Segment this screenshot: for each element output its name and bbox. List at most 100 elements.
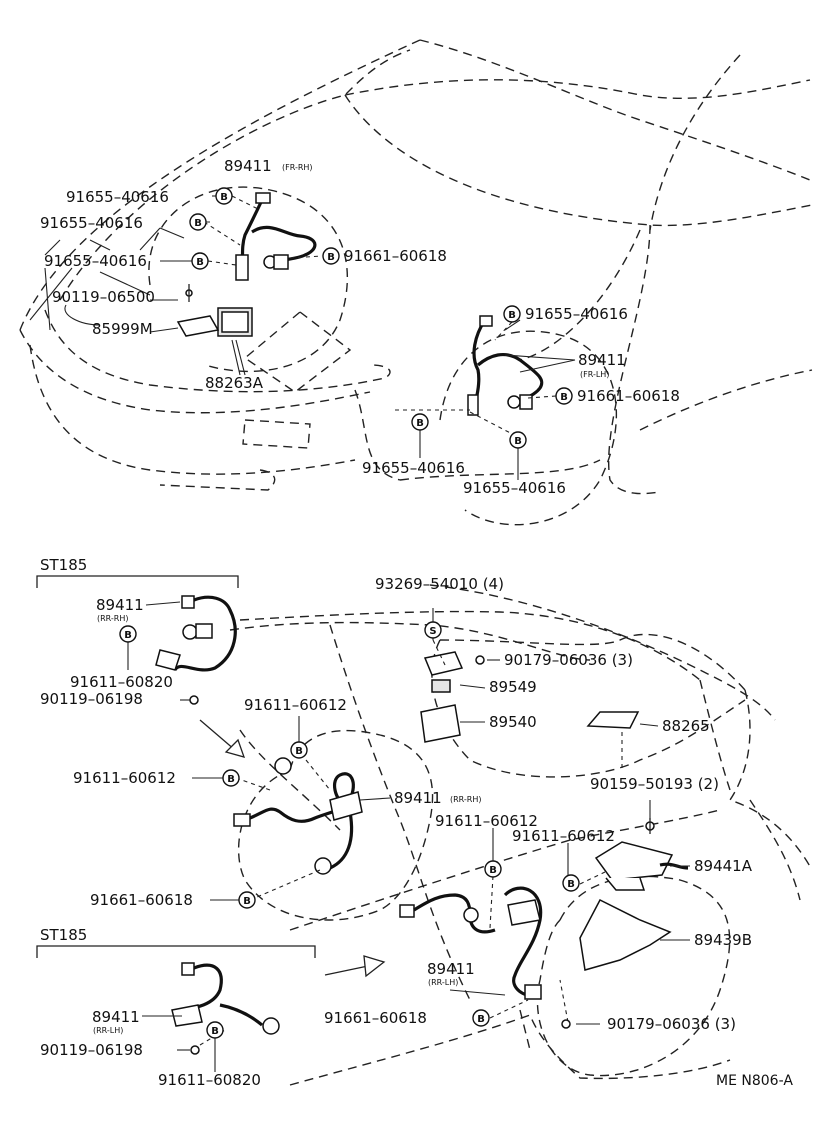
label-91655-r2: 91655–40616 (362, 459, 465, 477)
svg-text:B: B (514, 436, 522, 447)
marker-b-5: B (503, 305, 521, 323)
bolt-90119-b (190, 1045, 200, 1055)
marker-b-11: B (222, 769, 240, 787)
marker-b-9: B (119, 625, 137, 643)
marker-b-1: B (215, 187, 233, 205)
label-89540: 89540 (489, 713, 537, 731)
fr-rh-sensor-part (235, 192, 317, 281)
label-90159: 90159–50193 (2) (590, 775, 719, 793)
relay-88263a (217, 307, 253, 337)
rr-lh-sensor-st185-part (171, 962, 280, 1035)
label-90119-06198-b: 90119–06198 (40, 1041, 143, 1059)
svg-text:B: B (124, 630, 132, 641)
svg-text:B: B (196, 257, 204, 268)
module-89540 (420, 704, 461, 743)
rear-body-outline (229, 584, 813, 1086)
svg-text:B: B (489, 865, 497, 876)
marker-s-1: S (424, 621, 442, 639)
front-body-outline (19, 39, 813, 526)
label-89411-rr-lh-a: 89411 (92, 1008, 140, 1026)
svg-text:B: B (416, 418, 424, 429)
label-89411-rr-lh-b: 89411 (427, 960, 475, 978)
marker-b-7: B (411, 413, 429, 431)
svg-text:B: B (327, 252, 335, 263)
bolt-90119-a (189, 695, 199, 705)
label-91655-r3: 91655–40616 (463, 479, 566, 497)
svg-text:S: S (429, 626, 436, 637)
bracket-88265 (586, 711, 640, 729)
marker-b-10: B (290, 741, 308, 759)
label-85999m: 85999M (92, 320, 153, 338)
marker-b-15: B (472, 1009, 490, 1027)
svg-text:B: B (295, 746, 303, 757)
label-89549: 89549 (489, 678, 537, 696)
marker-b-3: B (191, 252, 209, 270)
label-90119-06500: 90119–06500 (52, 288, 155, 306)
label-91611-m2: 91611–60612 (73, 769, 176, 787)
label-88265: 88265 (662, 717, 710, 735)
svg-text:B: B (477, 1014, 485, 1025)
label-91655-c: 91655–40616 (44, 252, 147, 270)
nut-90179-a (475, 655, 485, 665)
label-91661-r: 91661–60618 (577, 387, 680, 405)
label-93269: 93269–54010 (4) (375, 575, 504, 593)
label-89411-rr-rh-a: 89411 (96, 596, 144, 614)
marker-b-2: B (189, 213, 207, 231)
arrow-2 (324, 955, 386, 978)
label-sub-rr-lh-a: (RR-LH) (93, 1026, 123, 1035)
label-89411-rr-rh-b: 89411 (394, 789, 442, 807)
rr-rh-sensor-part (233, 757, 363, 875)
svg-text:B: B (560, 392, 568, 403)
label-st185-top: ST185 (40, 556, 87, 574)
svg-text:B: B (194, 218, 202, 229)
label-91611-60820-b: 91611–60820 (158, 1071, 261, 1089)
rr-rh-sensor-st185-part (155, 595, 237, 672)
label-sub-rr-rh-a: (RR-RH) (97, 614, 129, 623)
label-89441a: 89441A (694, 857, 753, 875)
label-91661-m: 91661–60618 (90, 891, 193, 909)
label-88263a: 88263A (205, 374, 264, 392)
label-91655-b: 91655–40616 (40, 214, 143, 232)
marker-b-14: B (562, 874, 580, 892)
rr-lh-sensor-part (399, 886, 543, 1000)
label-91611-m4: 91611–60612 (512, 827, 615, 845)
diagram-code: ME N806-A (716, 1073, 793, 1089)
top-leaders (29, 195, 576, 480)
label-90179-06036-b: 90179–06036 (3) (607, 1015, 736, 1033)
fr-lh-sensor-part (467, 315, 544, 416)
label-91611-m3: 91611–60612 (435, 812, 538, 830)
marker-b-16: B (206, 1021, 224, 1039)
label-sub-fr-rh: (FR-RH) (282, 163, 313, 172)
label-89439b: 89439B (694, 931, 752, 949)
svg-text:B: B (567, 879, 575, 890)
label-91655-a: 91655–40616 (66, 188, 169, 206)
st185-bottom-bracket (36, 945, 316, 958)
label-91655-r1: 91655–40616 (525, 305, 628, 323)
svg-text:B: B (220, 192, 228, 203)
sensor-89441a (594, 841, 689, 891)
bottom-leaders (127, 601, 690, 1072)
svg-text:B: B (243, 896, 251, 907)
label-90179-06036-a: 90179–06036 (3) (504, 651, 633, 669)
bolt-90159 (645, 818, 655, 834)
svg-text:B: B (211, 1026, 219, 1037)
label-89411-fr-rh: 89411 (224, 157, 272, 175)
st185-top-bracket (36, 575, 239, 588)
marker-b-4: B (322, 247, 340, 265)
label-90119-06198-a: 90119–06198 (40, 690, 143, 708)
label-sub-rr-rh-b: (RR-RH) (450, 795, 482, 804)
bracket-85999m (176, 284, 220, 337)
bracket-89439b (579, 899, 672, 971)
label-91661-b: 91661–60618 (324, 1009, 427, 1027)
svg-text:B: B (227, 774, 235, 785)
label-sub-rr-lh-b: (RR-LH) (428, 978, 458, 987)
label-91661-top: 91661–60618 (344, 247, 447, 265)
arrow-1 (199, 719, 246, 758)
marker-b-13: B (484, 860, 502, 878)
svg-text:B: B (508, 310, 516, 321)
label-sub-fr-lh: (FR-LH) (580, 370, 609, 379)
nut-90179-b (561, 1019, 571, 1029)
marker-b-8: B (509, 431, 527, 449)
